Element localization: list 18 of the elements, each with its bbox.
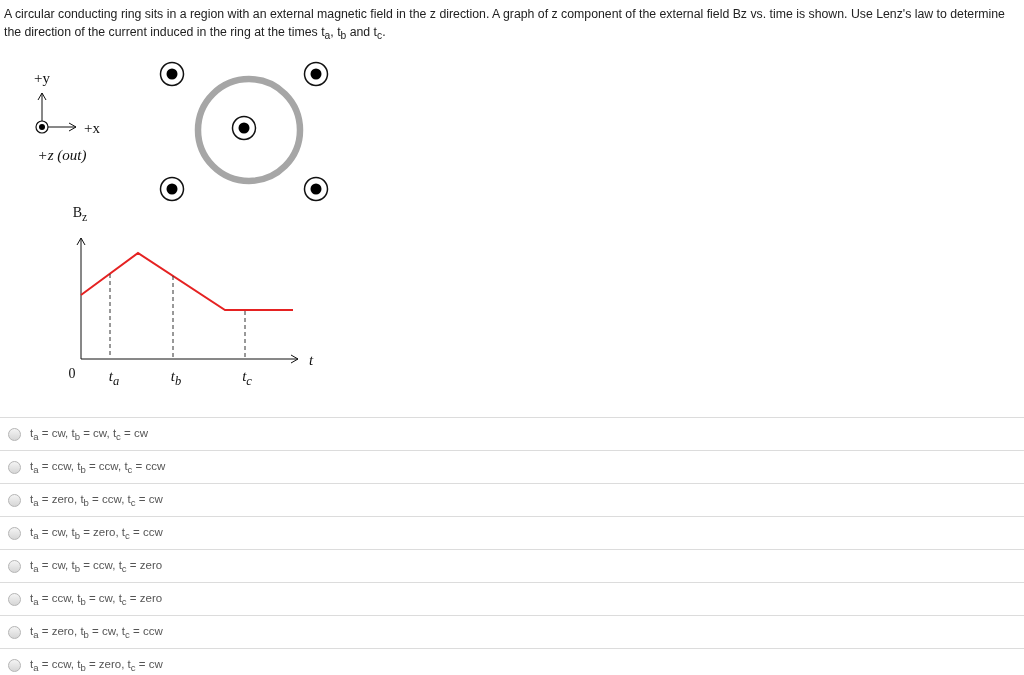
answer-option: t$_{a}$ = cw, t$_{b}$ = zero, t$_{c}$ = ccw <box>30 525 163 542</box>
axis-label: t$_{c}$ <box>242 368 252 388</box>
answer-option: t$_{a}$ = cw, t$_{b}$ = cw, t$_{c}$ = cw <box>30 426 149 443</box>
axis-label: B$_{z}$ <box>72 206 88 224</box>
answer-option: t$_{a}$ = ccw, t$_{b}$ = zero, t$_{c}$ = cw <box>30 657 163 674</box>
answer-option: t$_{a}$ = ccw, t$_{b}$ = ccw, t$_{c}$ = ccw <box>30 459 166 476</box>
question-text: A circular conducting ring sits in a region with an external magnetic field in the z direction. A graph of z component of the external field Bz vs. time is shown. Use Lenz's law to determine the direction of the current induced in the ring at the times t$_{a}$, t$_{b}$ and t$_{c}$. <box>4 6 1006 44</box>
axis-label: +z (out) <box>37 147 87 163</box>
answer-option: t$_{a}$ = zero, t$_{b}$ = ccw, t$_{c}$ = cw <box>30 492 163 509</box>
axis-label: t$_{b}$ <box>170 368 182 388</box>
answer-option: t$_{a}$ = ccw, t$_{b}$ = cw, t$_{c}$ = zero <box>30 591 163 608</box>
axis-label: t <box>308 352 314 368</box>
axis-label: 0 <box>68 367 76 381</box>
axis-label: +y <box>34 70 50 86</box>
answer-option: t$_{a}$ = cw, t$_{b}$ = ccw, t$_{c}$ = zero <box>30 558 163 575</box>
axis-label: t$_{a}$ <box>108 368 120 388</box>
axis-label: +x <box>84 120 100 136</box>
answer-option: t$_{a}$ = zero, t$_{b}$ = cw, t$_{c}$ = ccw <box>30 624 163 641</box>
